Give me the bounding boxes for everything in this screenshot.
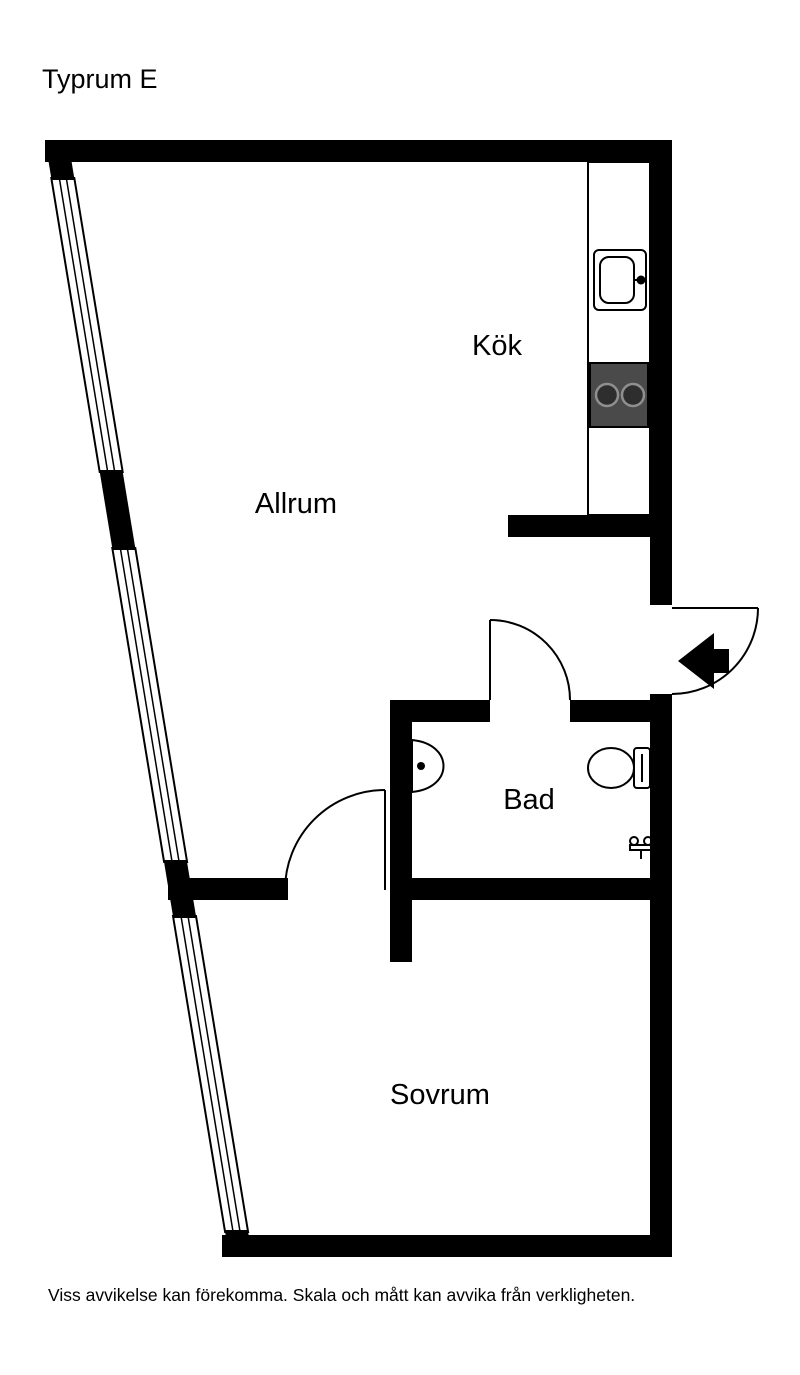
washbasin-faucet <box>417 762 425 770</box>
walls <box>45 140 672 1257</box>
stove-icon <box>589 362 649 428</box>
kitchen-sink-icon <box>593 249 647 311</box>
bedroom-door-swing-arc <box>284 789 386 891</box>
room-label-kitchen: Kök <box>472 330 522 362</box>
room-label-bedroom: Sovrum <box>390 1079 490 1111</box>
wall-pier <box>99 470 136 550</box>
shower-faucet-icon <box>629 836 653 859</box>
window-glazing-line <box>58 177 109 473</box>
toilet-bowl <box>587 747 635 789</box>
window-segment <box>171 915 250 1233</box>
sink-faucet <box>636 275 646 285</box>
window-glazing-line <box>119 547 173 863</box>
entrance-door <box>671 607 759 695</box>
bathroom-left-wall <box>390 700 412 878</box>
bathroom-fixtures <box>411 738 653 859</box>
doors <box>284 607 759 891</box>
entrance-door-swing-arc <box>671 607 759 695</box>
entrance-arrow-icon <box>678 633 729 689</box>
window-glazing-line <box>180 915 234 1233</box>
bathroom-door <box>489 619 571 701</box>
page-title: Typrum E <box>42 64 158 94</box>
bathroom-top-wall-right <box>570 700 672 722</box>
stove-burner <box>620 382 646 408</box>
right-wall-lower <box>650 694 672 1257</box>
window-segment <box>111 547 189 863</box>
window-glazing-line <box>187 915 241 1233</box>
window-wall <box>45 140 253 1257</box>
bathroom-bottom-wall <box>390 878 672 900</box>
bedroom-top-wall-left <box>168 878 288 900</box>
kitchen-counter <box>587 161 651 516</box>
window-glazing-line <box>126 547 180 863</box>
disclaimer-caption: Viss avvikelse kan förekomma. Skala och … <box>48 1285 635 1305</box>
bedroom-door-stub-wall <box>390 900 412 962</box>
window-glazing-line <box>65 177 116 473</box>
shower-handle <box>629 836 639 846</box>
washbasin-icon <box>411 738 445 794</box>
kitchen-fixtures <box>587 161 651 516</box>
kitchen-hall-wall <box>508 515 672 537</box>
bathroom-door-swing-arc <box>489 619 571 701</box>
room-label-living: Allrum <box>255 488 337 520</box>
top-wall <box>45 140 672 162</box>
shower-handle <box>643 836 653 846</box>
toilet-icon <box>587 747 651 789</box>
bottom-wall <box>222 1235 672 1257</box>
right-wall-upper <box>650 140 672 605</box>
room-labels: Kök Allrum Bad Sovrum <box>255 330 555 1111</box>
window-segment <box>50 177 124 473</box>
washbasin-bowl <box>411 738 445 794</box>
bathroom-top-wall-left <box>390 700 490 722</box>
room-label-bath: Bad <box>503 784 555 816</box>
stove-burner <box>594 382 620 408</box>
bedroom-door <box>284 789 386 891</box>
